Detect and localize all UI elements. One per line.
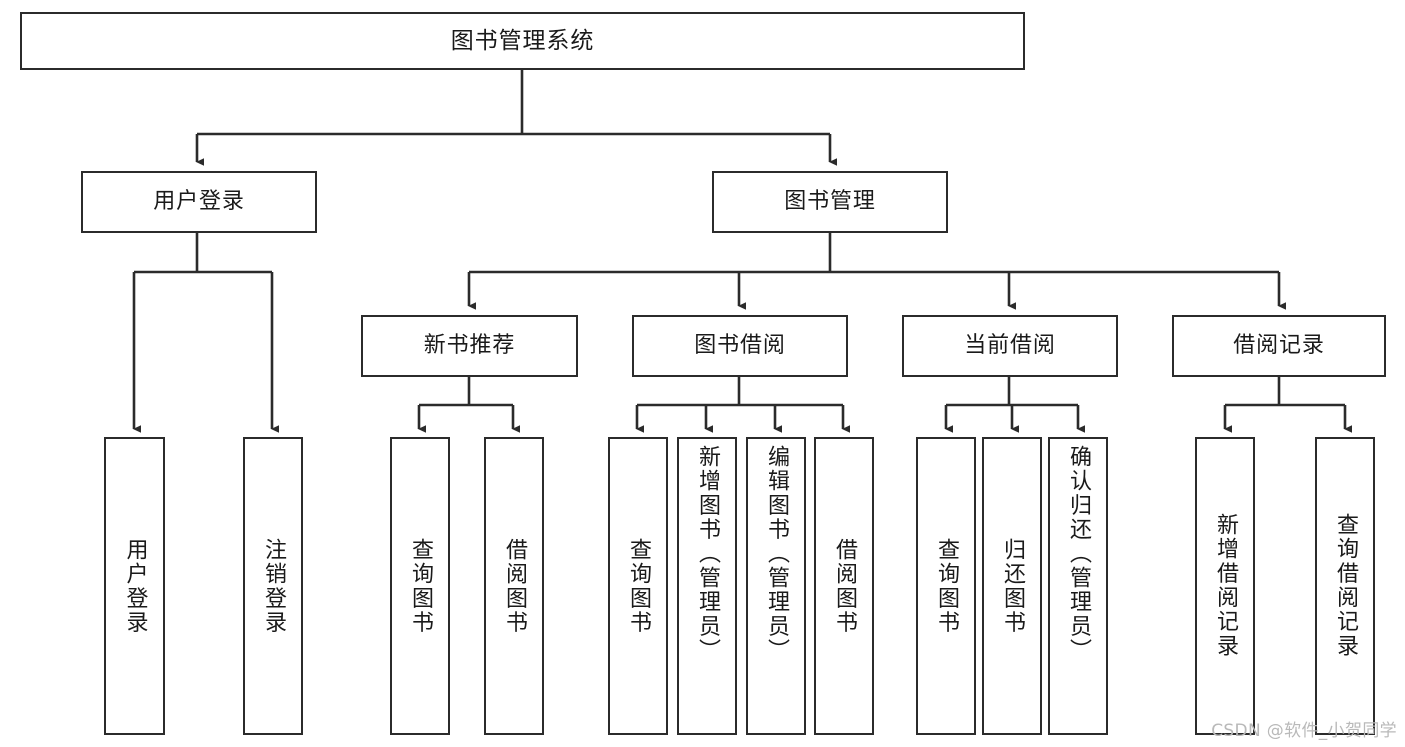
leaf-current-return-book-label: 归还图书 [1000, 537, 1025, 635]
leaf-borrow-edit-book[interactable]: 编辑图书（管理员） [746, 437, 806, 735]
node-root-label: 图书管理系统 [450, 27, 595, 54]
node-book-borrow-label: 图书借阅 [694, 333, 786, 359]
leaf-borrow-edit-book-label: 编辑图书（管理员） [764, 445, 789, 663]
leaf-user-logout-label: 注销登录 [261, 537, 286, 635]
leaf-borrow-query-book[interactable]: 查询图书 [608, 437, 668, 735]
leaf-records-add-record-label: 新增借阅记录 [1213, 513, 1238, 659]
node-book-management[interactable]: 图书管理 [712, 171, 948, 233]
leaf-current-query-book-label: 查询图书 [934, 537, 959, 635]
leaf-user-login[interactable]: 用户登录 [104, 437, 165, 735]
leaf-borrow-add-book[interactable]: 新增图书（管理员） [677, 437, 737, 735]
node-root[interactable]: 图书管理系统 [20, 12, 1025, 70]
node-new-book-recommend-label: 新书推荐 [423, 333, 516, 359]
leaf-records-query-record[interactable]: 查询借阅记录 [1315, 437, 1375, 735]
node-borrow-records-label: 借阅记录 [1233, 333, 1325, 359]
leaf-newbook-query-book[interactable]: 查询图书 [390, 437, 450, 735]
csdn-watermark: CSDN @软件_小贺同学 [1211, 721, 1397, 741]
leaf-current-confirm-return-label: 确认归还（管理员） [1066, 445, 1091, 663]
leaf-records-query-record-label: 查询借阅记录 [1333, 513, 1358, 659]
leaf-borrow-borrow-book-label: 借阅图书 [832, 537, 857, 635]
node-new-book-recommend[interactable]: 新书推荐 [361, 315, 578, 377]
node-user-login[interactable]: 用户登录 [81, 171, 317, 233]
leaf-user-logout[interactable]: 注销登录 [243, 437, 303, 735]
node-current-borrow-label: 当前借阅 [964, 333, 1056, 359]
leaf-borrow-query-book-label: 查询图书 [626, 537, 651, 635]
node-user-login-label: 用户登录 [153, 189, 245, 215]
node-book-management-label: 图书管理 [784, 189, 876, 215]
leaf-user-login-label: 用户登录 [122, 537, 148, 635]
leaf-newbook-borrow-book-label: 借阅图书 [502, 537, 527, 635]
node-book-borrow[interactable]: 图书借阅 [632, 315, 848, 377]
leaf-newbook-query-book-label: 查询图书 [408, 537, 433, 635]
leaf-current-return-book[interactable]: 归还图书 [982, 437, 1042, 735]
leaf-borrow-borrow-book[interactable]: 借阅图书 [814, 437, 874, 735]
leaf-borrow-add-book-label: 新增图书（管理员） [695, 445, 720, 663]
leaf-current-confirm-return[interactable]: 确认归还（管理员） [1048, 437, 1108, 735]
node-current-borrow[interactable]: 当前借阅 [902, 315, 1118, 377]
node-borrow-records[interactable]: 借阅记录 [1172, 315, 1386, 377]
leaf-current-query-book[interactable]: 查询图书 [916, 437, 976, 735]
leaf-records-add-record[interactable]: 新增借阅记录 [1195, 437, 1255, 735]
leaf-newbook-borrow-book[interactable]: 借阅图书 [484, 437, 544, 735]
